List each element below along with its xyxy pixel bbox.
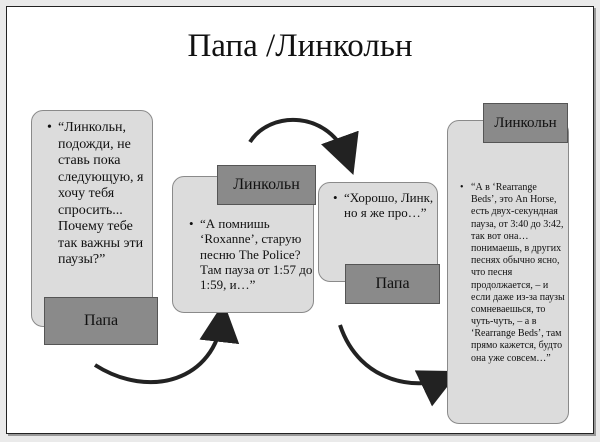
slide-title: Папа /Линкольн bbox=[187, 28, 413, 64]
arrow-top bbox=[248, 117, 359, 176]
speaker-label-lincoln-1: Линкольн bbox=[217, 165, 316, 205]
dialogue-text-lincoln-1: “А помнишь ‘Roxanne’, старую песню The P… bbox=[186, 216, 314, 293]
arrow-bottom-left bbox=[93, 302, 240, 385]
speaker-label-papa-2: Папа bbox=[345, 264, 440, 304]
dialogue-text-papa-1: “Линкольн, подожди, не ставь пока следую… bbox=[44, 120, 152, 269]
dialogue-text-2: “А помнишь ‘Roxanne’, старую песню The P… bbox=[189, 216, 314, 293]
dialogue-text-4: “А в ‘Rearrange Beds’, это An Horse, ест… bbox=[460, 182, 565, 365]
dialogue-text-papa-2: “Хорошо, Линк, но я же про…” bbox=[330, 190, 434, 221]
speaker-label-lincoln-2: Линкольн bbox=[483, 103, 568, 143]
dialogue-text-1: “Линкольн, подожди, не ставь пока следую… bbox=[47, 120, 152, 269]
dialogue-text-3: “Хорошо, Линк, но я же про…” bbox=[333, 190, 434, 221]
speaker-label-papa-1: Папа bbox=[44, 297, 158, 345]
dialogue-text-lincoln-2: “А в ‘Rearrange Beds’, это An Horse, ест… bbox=[457, 182, 565, 365]
arrow-bottom-right bbox=[338, 324, 460, 407]
